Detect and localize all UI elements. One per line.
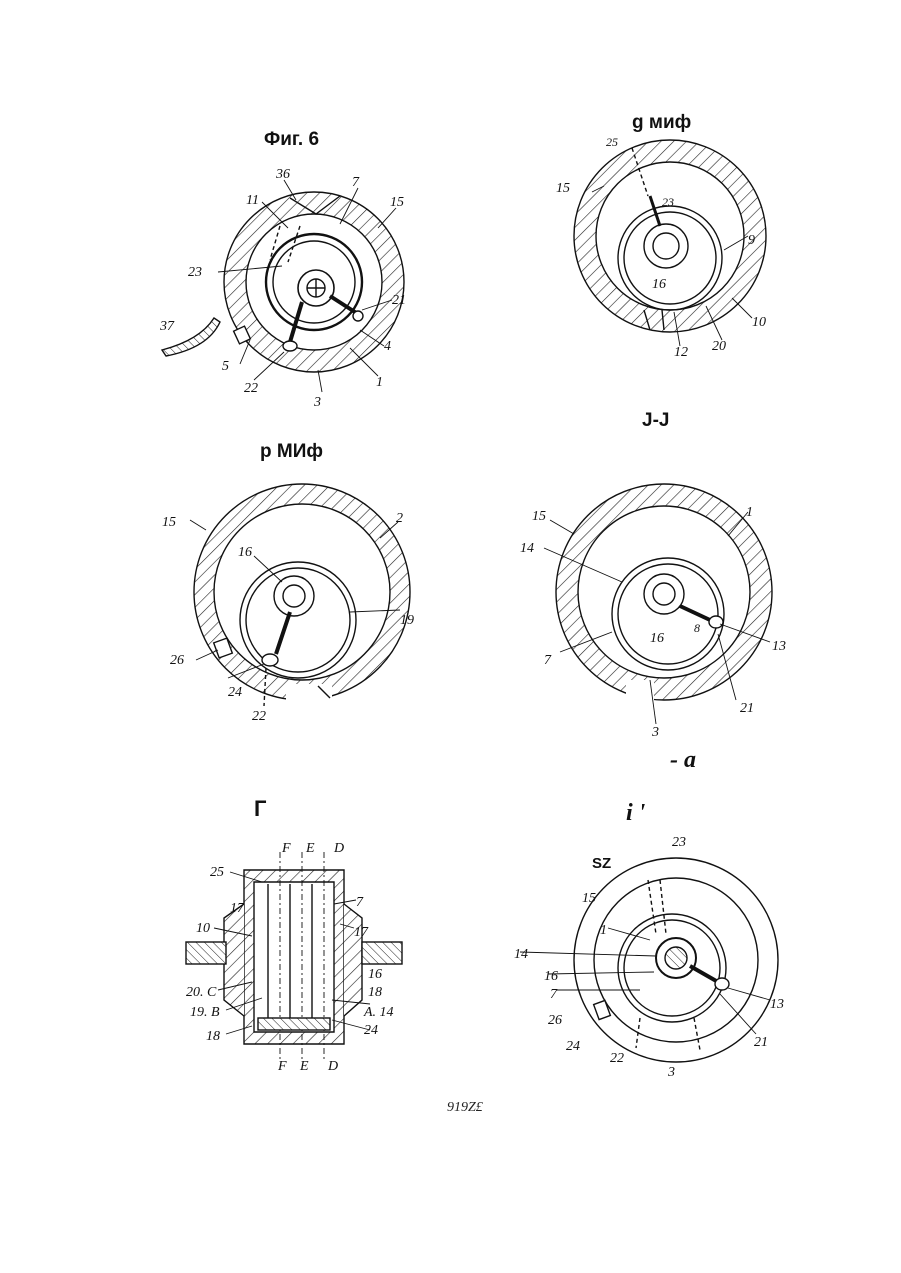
- callout-16: 16: [368, 967, 382, 982]
- callout-a14: A. 14: [363, 1005, 394, 1020]
- callout-17-left: 17: [230, 901, 245, 916]
- callout-22: 22: [244, 381, 258, 396]
- figure-i-callouts: 23 15 1 14 16 7 13 26 24 22 3 21: [514, 835, 784, 1080]
- callout-7: 7: [356, 895, 364, 910]
- callout-21: 21: [740, 701, 754, 716]
- callout-2: 2: [396, 511, 403, 526]
- callout-13: 13: [772, 639, 786, 654]
- callout-d-top: D: [333, 841, 344, 856]
- callout-23: 23: [188, 265, 202, 280]
- callout-22: 22: [610, 1051, 624, 1066]
- callout-10: 10: [752, 315, 766, 330]
- callout-23: 23: [672, 835, 686, 850]
- callout-36: 36: [275, 167, 290, 182]
- callout-15: 15: [582, 891, 596, 906]
- callout-16: 16: [238, 545, 252, 560]
- callout-e-top: E: [305, 841, 315, 856]
- callout-7: 7: [550, 987, 558, 1002]
- figure-8: [574, 140, 766, 346]
- callout-25: 25: [606, 135, 618, 149]
- callout-5: 5: [222, 359, 229, 374]
- callout-12: 12: [674, 345, 688, 360]
- callout-20c: 20. C: [186, 985, 217, 1000]
- callout-14: 14: [520, 541, 534, 556]
- callout-15: 15: [390, 195, 404, 210]
- figure-i: [520, 858, 778, 1062]
- callout-19b: 19. B: [190, 1005, 220, 1020]
- callout-1: 1: [376, 375, 383, 390]
- callout-17-right: 17: [354, 925, 369, 940]
- callout-26: 26: [170, 653, 184, 668]
- callout-16: 16: [650, 631, 664, 646]
- callout-8: 8: [694, 621, 700, 635]
- callout-18-right: 18: [368, 985, 382, 1000]
- callout-3: 3: [651, 725, 659, 740]
- callout-24: 24: [228, 685, 242, 700]
- callout-15: 15: [162, 515, 176, 530]
- callout-15: 15: [532, 509, 546, 524]
- callout-1: 1: [746, 505, 753, 520]
- callout-3: 3: [667, 1065, 675, 1080]
- callout-18-left: 18: [206, 1029, 220, 1044]
- callout-24: 24: [364, 1023, 378, 1038]
- callout-9: 9: [748, 233, 755, 248]
- figure-section-jj: [544, 484, 772, 724]
- callout-10: 10: [196, 921, 210, 936]
- callout-23: 23: [662, 195, 674, 209]
- callout-21: 21: [754, 1035, 768, 1050]
- callout-4: 4: [384, 339, 391, 354]
- callout-f-bottom: F: [277, 1059, 287, 1074]
- callout-26: 26: [548, 1013, 562, 1028]
- callout-f-top: F: [281, 841, 291, 856]
- callout-15: 15: [556, 181, 570, 196]
- callout-22: 22: [252, 709, 266, 724]
- figure-7: [190, 484, 410, 708]
- callout-16: 16: [652, 277, 666, 292]
- callout-e-bottom: E: [299, 1059, 309, 1074]
- callout-20: 20: [712, 339, 726, 354]
- callout-37: 37: [159, 319, 175, 334]
- callout-21: 21: [392, 293, 406, 308]
- callout-3: 3: [313, 395, 321, 410]
- callout-14: 14: [514, 947, 528, 962]
- callout-25: 25: [210, 865, 224, 880]
- callout-7: 7: [352, 175, 360, 190]
- callout-11: 11: [246, 193, 259, 208]
- callout-13: 13: [770, 997, 784, 1012]
- callout-16: 16: [544, 969, 558, 984]
- callout-24: 24: [566, 1039, 580, 1054]
- callout-1: 1: [600, 923, 607, 938]
- callout-19: 19: [400, 613, 414, 628]
- figure-6: [162, 180, 404, 392]
- callout-7: 7: [544, 653, 552, 668]
- callout-d-bottom: D: [327, 1059, 338, 1074]
